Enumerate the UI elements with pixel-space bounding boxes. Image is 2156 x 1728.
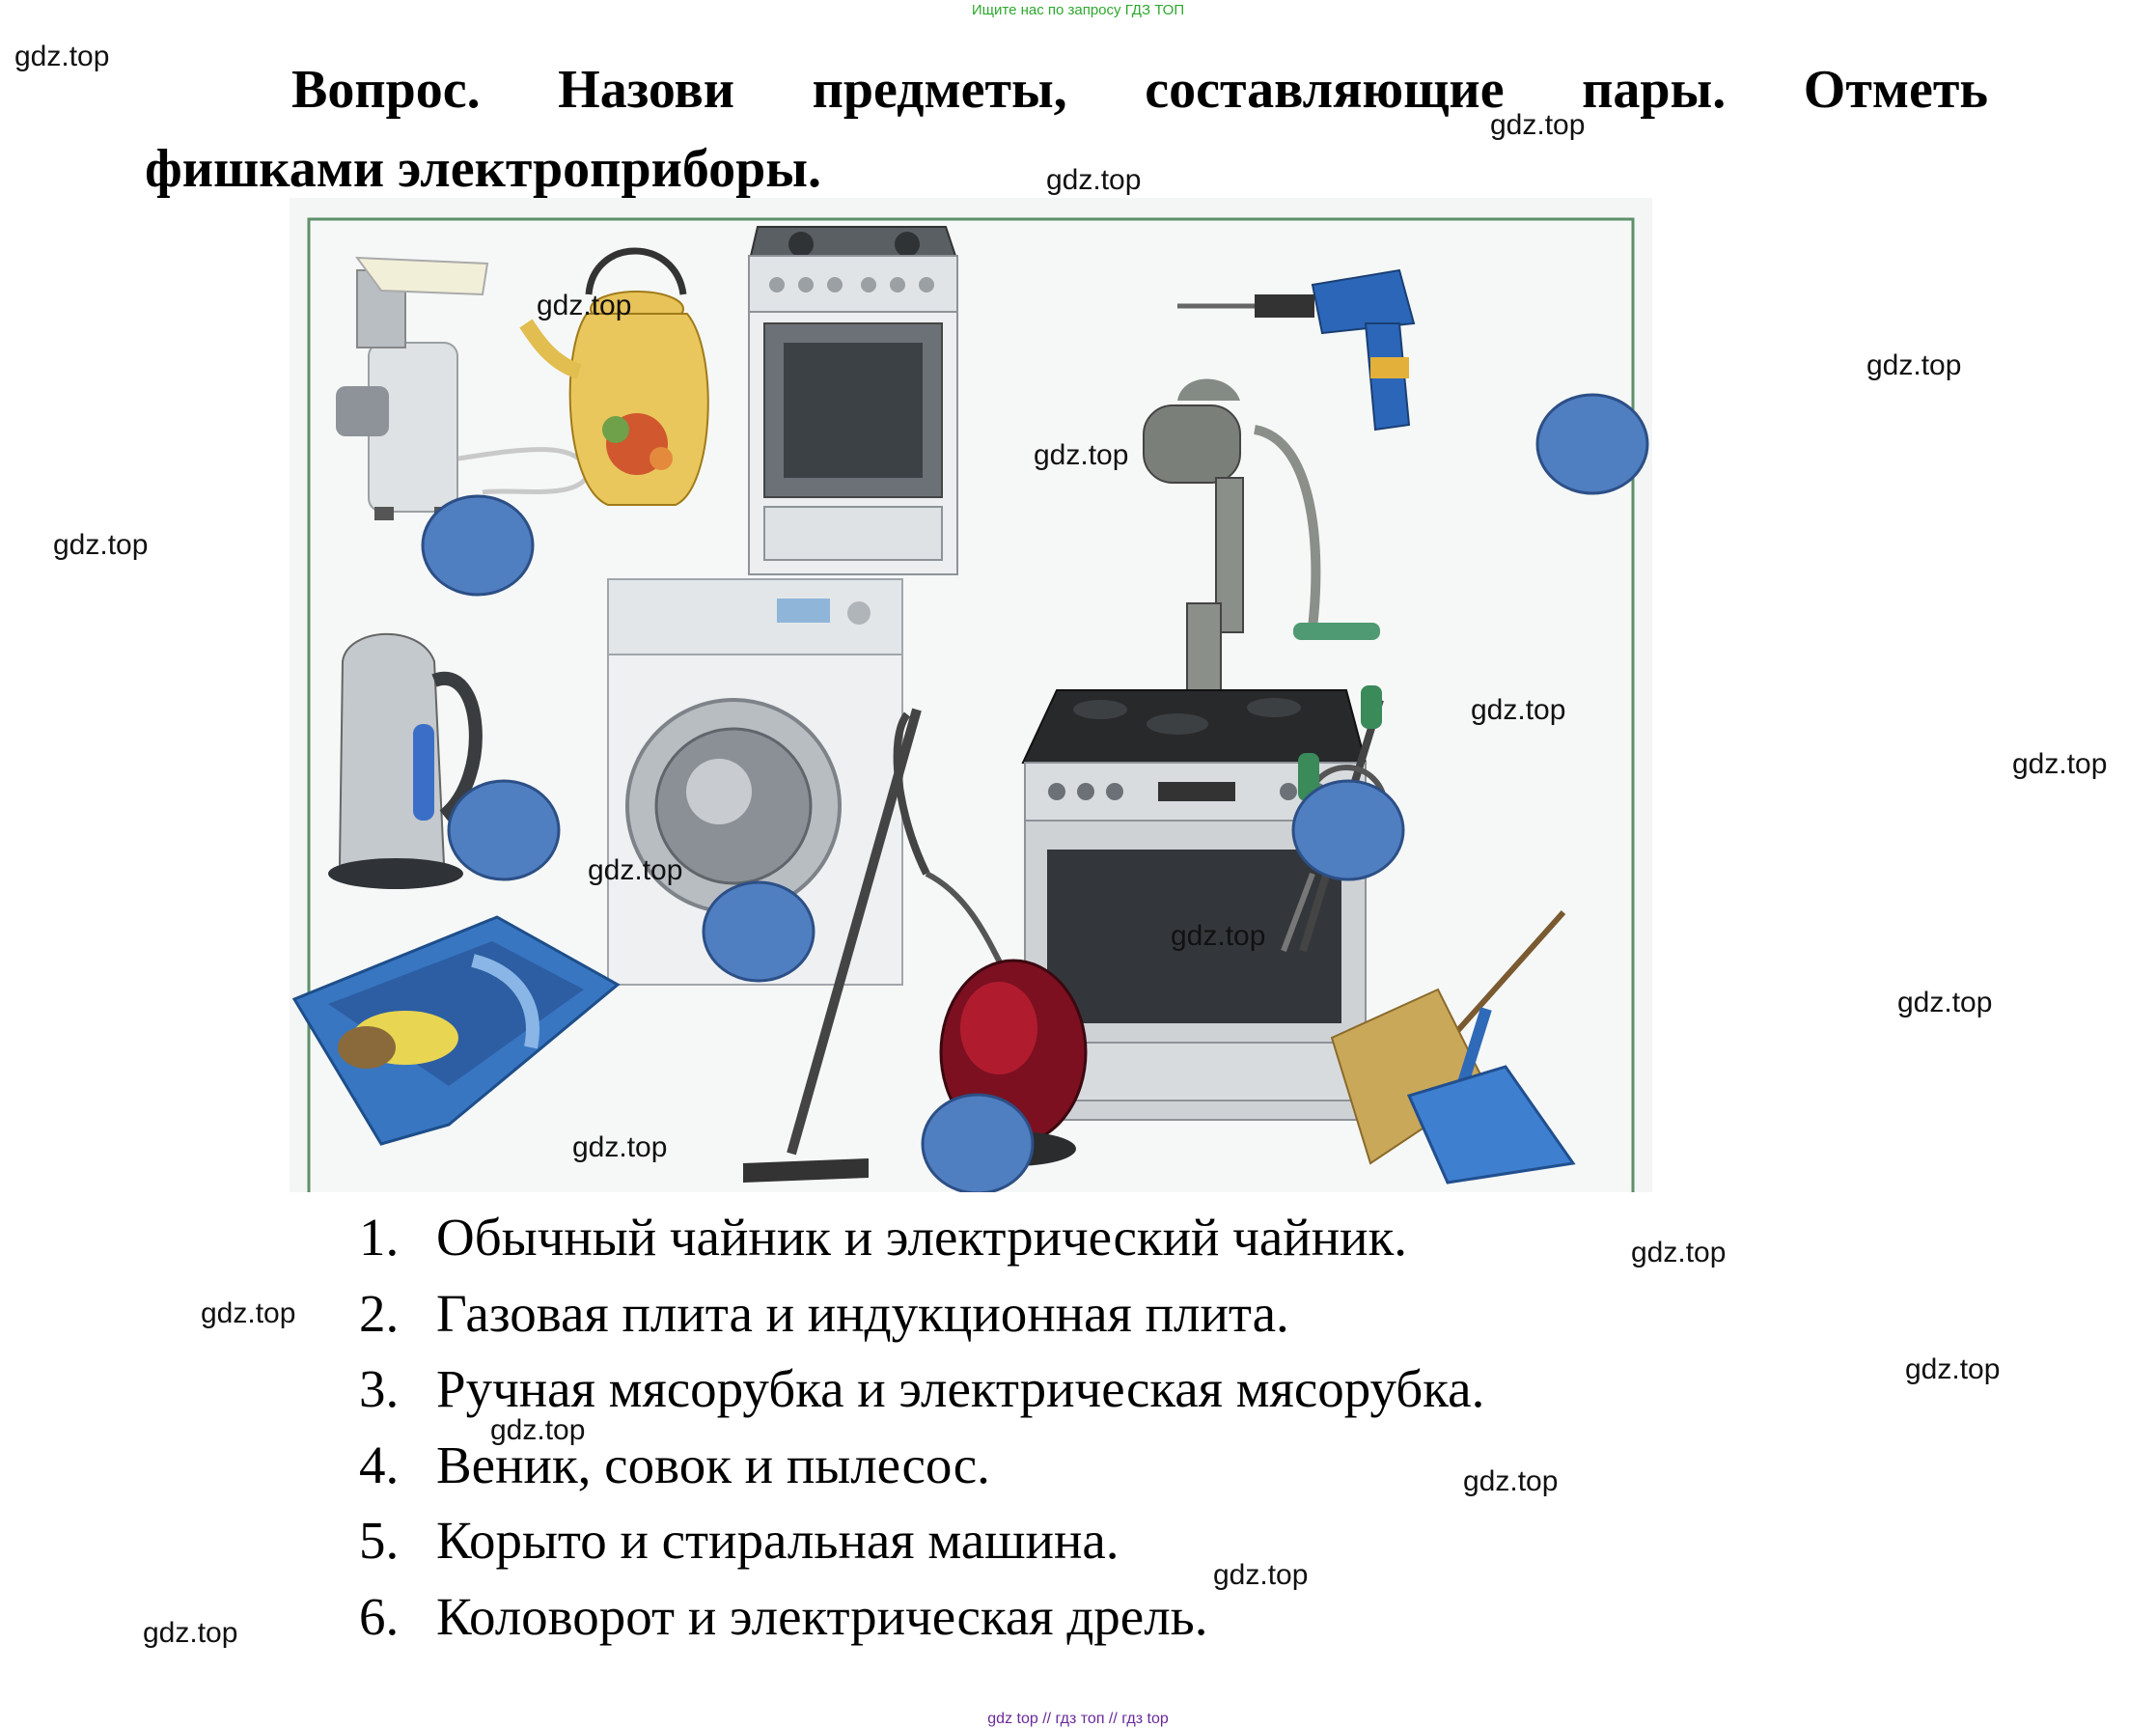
answer-item: 1. Обычный чайник и электрический чайник. xyxy=(359,1200,1484,1276)
footer-links[interactable]: gdz top // гдз топ // гдз top xyxy=(987,1711,1169,1727)
question-text: Вопрос. Назови предметы, составляющие па… xyxy=(145,50,1988,209)
question-line-1: Вопрос. Назови предметы, составляющие па… xyxy=(291,60,1988,120)
answer-text: Обычный чайник и электрический чайник. xyxy=(436,1208,1408,1267)
watermark: gdz.top xyxy=(1046,164,1142,196)
watermark: gdz.top xyxy=(588,854,683,886)
watermark: gdz.top xyxy=(201,1297,296,1329)
question-line-2: фишками электроприборы. xyxy=(145,139,821,199)
watermark: gdz.top xyxy=(1171,920,1266,952)
marker-chip-induction-stove xyxy=(1291,779,1405,881)
answer-item: 3. Ручная мясорубка и электрическая мясор… xyxy=(359,1352,1484,1428)
answer-item: 6. Коловорот и электрическая дрель. xyxy=(359,1579,1484,1656)
answer-text: Коловорот и электрическая дрель. xyxy=(436,1586,1208,1646)
marker-chip-vacuum-cleaner xyxy=(921,1093,1035,1192)
answers-list: 1. Обычный чайник и электрический чайник.… xyxy=(359,1200,1484,1655)
answer-item: 2. Газовая плита и индукционная плита. xyxy=(359,1276,1484,1352)
watermark: gdz.top xyxy=(1490,109,1586,141)
top-search-link[interactable]: Ищите нас по запросу ГДЗ ТОП xyxy=(971,2,1185,18)
watermark: gdz.top xyxy=(572,1131,668,1163)
watermark: gdz.top xyxy=(537,290,632,321)
watermark: gdz.top xyxy=(1213,1559,1309,1591)
answer-text: Веник, совок и пылесос. xyxy=(436,1435,990,1494)
answer-text: Корыто и стиральная машина. xyxy=(436,1511,1119,1570)
watermark: gdz.top xyxy=(490,1414,586,1446)
watermark: gdz.top xyxy=(14,41,110,72)
watermark: gdz.top xyxy=(2012,748,2108,780)
answer-number: 1. xyxy=(359,1208,400,1267)
watermark: gdz.top xyxy=(1463,1465,1559,1497)
electric-meat-grinder-icon xyxy=(336,256,592,520)
answer-number: 6. xyxy=(359,1586,400,1646)
electric-kettle-icon xyxy=(328,632,483,889)
appliances-illustration xyxy=(291,217,1649,1192)
watermark: gdz.top xyxy=(1471,694,1566,726)
answer-text: Газовая плита и индукционная плита. xyxy=(436,1283,1289,1343)
watermark: gdz.top xyxy=(143,1617,238,1649)
answer-number: 5. xyxy=(359,1511,400,1570)
marker-chip-meat-grinder xyxy=(421,494,535,597)
answer-number: 2. xyxy=(359,1283,400,1343)
watermark: gdz.top xyxy=(53,529,149,561)
answer-number: 3. xyxy=(359,1359,400,1418)
watermark: gdz.top xyxy=(1897,987,1993,1018)
watermark: gdz.top xyxy=(1034,439,1129,471)
watermark: gdz.top xyxy=(1631,1237,1727,1268)
answer-text: Ручная мясорубка и электрическая мясоруб… xyxy=(436,1359,1485,1418)
answer-item: 5. Корыто и стиральная машина. xyxy=(359,1503,1484,1579)
answer-item: 4. Веник, совок и пылесос. xyxy=(359,1428,1484,1504)
marker-chip-electric-kettle xyxy=(447,779,561,881)
gas-stove-icon xyxy=(748,226,958,575)
electric-drill-icon xyxy=(1177,268,1416,432)
appliances-picture xyxy=(290,198,1652,1192)
marker-chip-washing-machine xyxy=(702,880,815,983)
kettle-icon xyxy=(519,247,709,506)
marker-chip-drill xyxy=(1535,393,1649,495)
dustpan-icon xyxy=(1406,1007,1576,1185)
answer-number: 4. xyxy=(359,1435,400,1494)
watermark: gdz.top xyxy=(1866,349,1962,381)
washtub-icon xyxy=(291,915,621,1146)
marker-chips xyxy=(421,393,1649,1192)
watermark: gdz.top xyxy=(1905,1353,2001,1385)
manual-meat-grinder-icon xyxy=(1143,378,1380,706)
